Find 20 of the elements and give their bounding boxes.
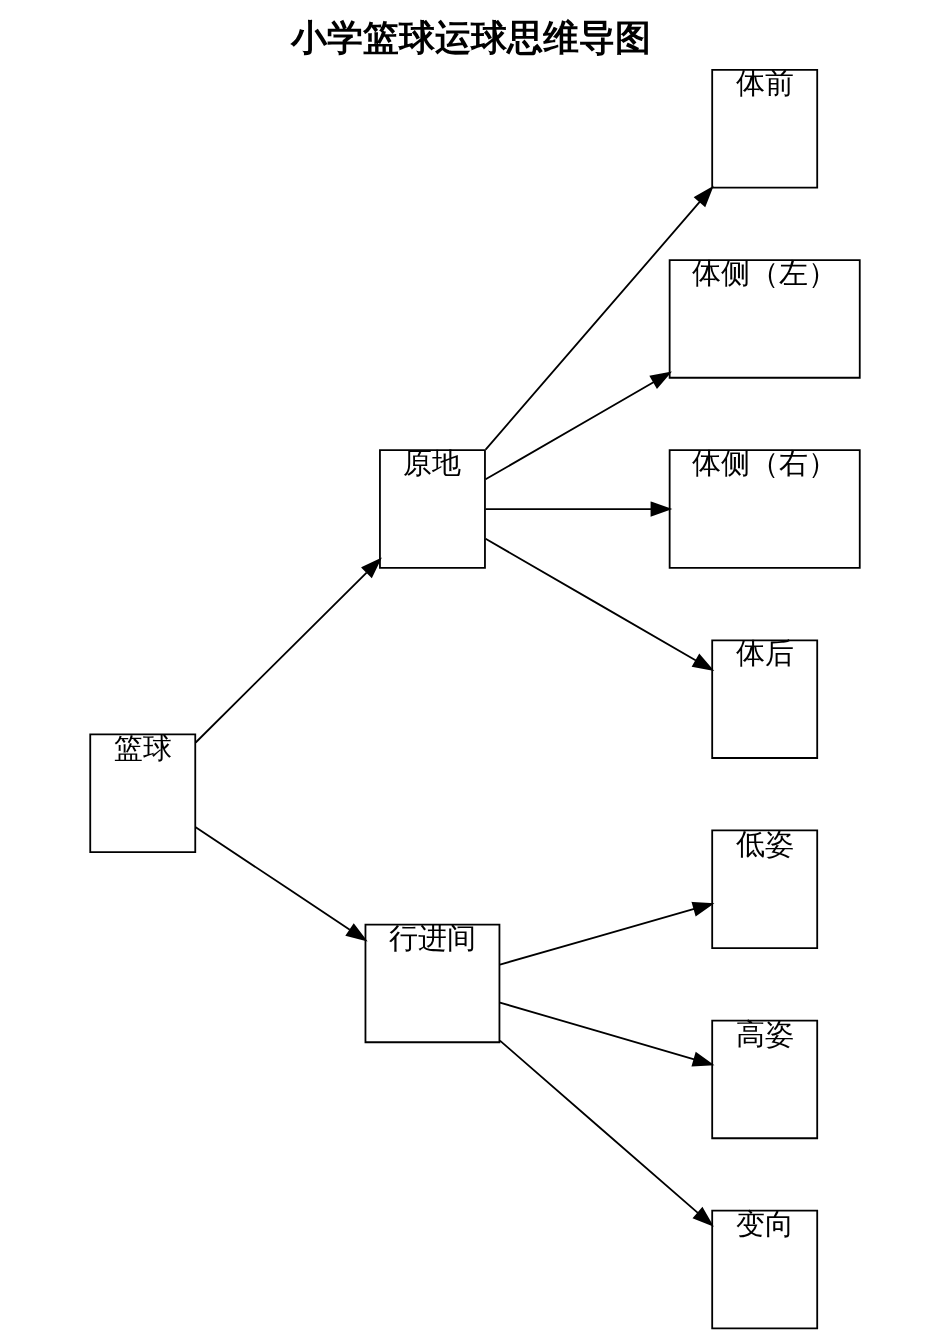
node-box: 原地 — [379, 449, 486, 569]
arrow — [499, 1001, 715, 1067]
arrow — [484, 185, 714, 451]
node-box: 高姿 — [711, 1019, 819, 1140]
arrow — [484, 501, 673, 517]
arrow — [484, 371, 672, 481]
node-box: 低姿 — [711, 829, 819, 950]
node-box: 变向 — [711, 1209, 819, 1330]
arrow — [499, 1039, 714, 1227]
node-box: 篮球 — [89, 733, 197, 854]
arrow — [484, 537, 715, 672]
arrow — [499, 901, 715, 966]
arrow — [194, 557, 382, 744]
node-box: 体前 — [711, 69, 819, 189]
arrow — [194, 826, 368, 942]
node-box: 体侧（左） — [668, 259, 861, 379]
diagram-title: 小学篮球运球思维导图 — [291, 16, 652, 60]
node-box: 体后 — [711, 639, 819, 759]
node-box: 体侧（右） — [668, 449, 861, 569]
node-box: 行进间 — [364, 923, 501, 1044]
